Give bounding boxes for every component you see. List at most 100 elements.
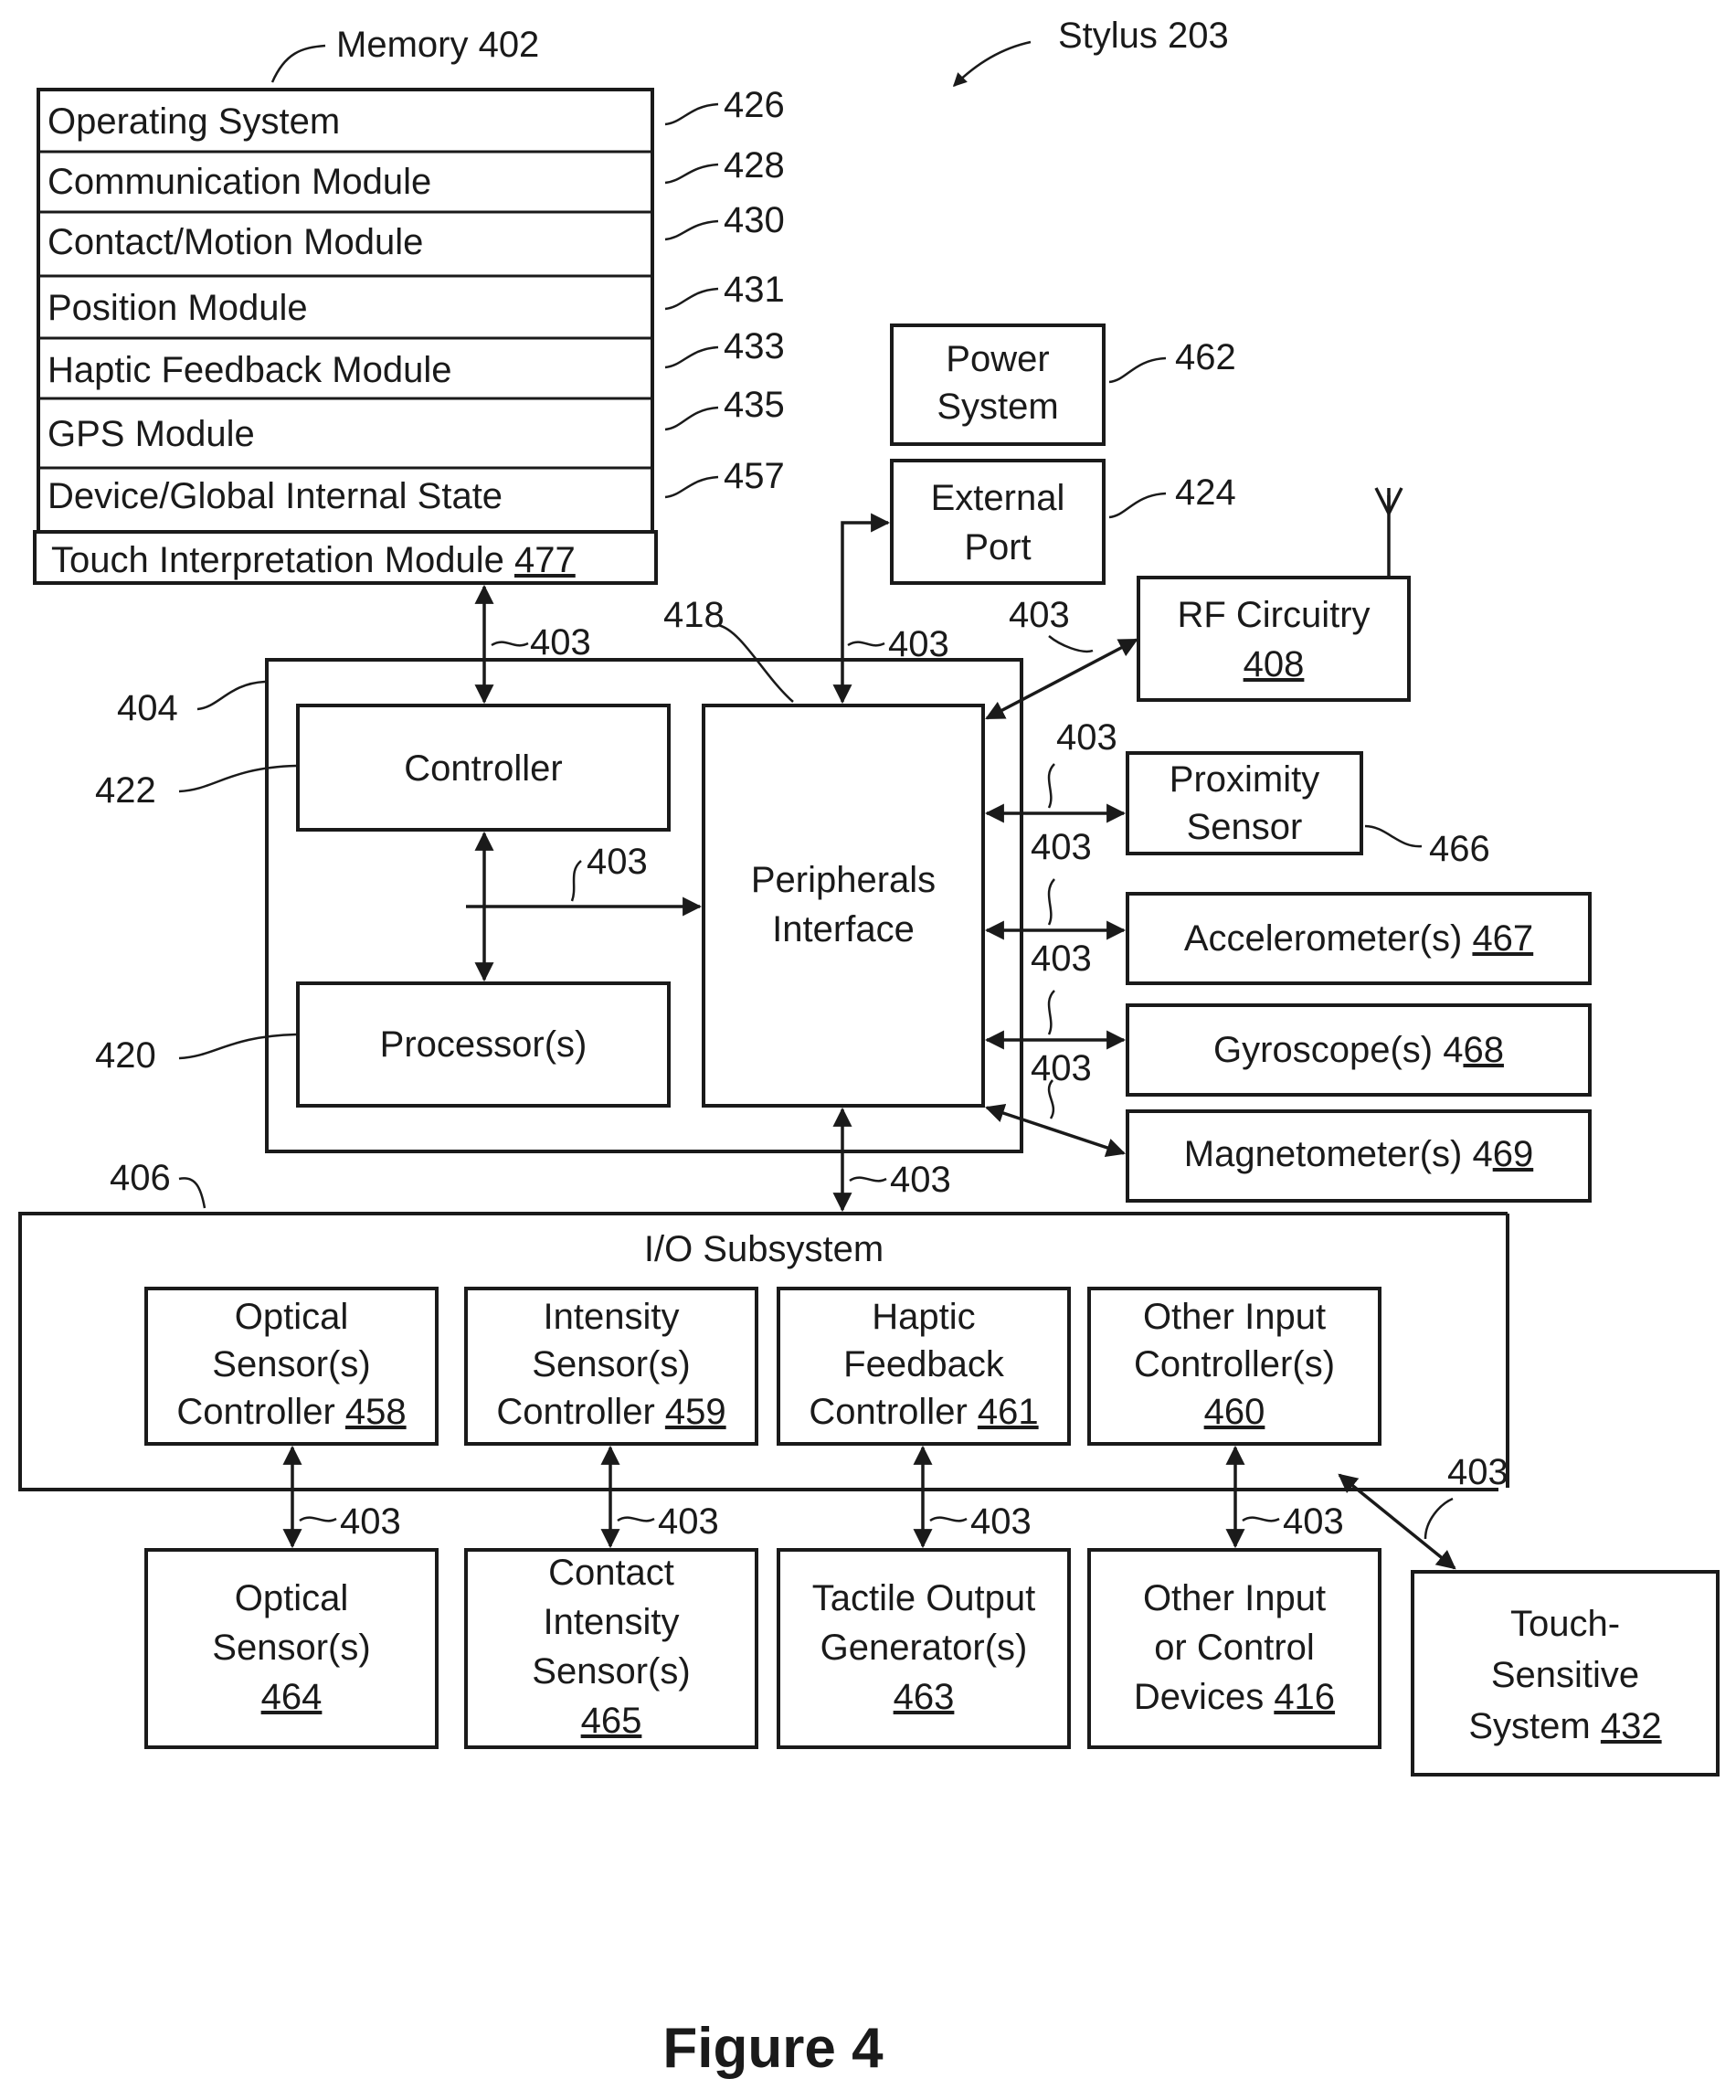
proximity-line2: Sensor xyxy=(1187,807,1303,847)
device-line2: Sensor(s) xyxy=(212,1628,370,1668)
peripherals-line1: Peripherals xyxy=(751,860,936,900)
ref-426: 426 xyxy=(724,85,785,125)
memory-block: Operating System Communication Module Co… xyxy=(35,90,656,583)
ref-leader xyxy=(665,408,718,430)
module-communication: Communication Module xyxy=(48,162,431,202)
bus-ref: 403 xyxy=(658,1501,719,1542)
bus-ref: 403 xyxy=(970,1501,1032,1542)
touch-system-line1: Touch- xyxy=(1510,1604,1620,1644)
touch-system-line2: Sensitive xyxy=(1491,1655,1639,1695)
rf-circuitry-line1: RF Circuitry xyxy=(1177,595,1370,635)
io-controller-line3: Controller 461 xyxy=(809,1392,1038,1432)
touch-interpretation-label: Touch Interpretation Module 477 xyxy=(51,540,576,580)
figure-caption: Figure 4 xyxy=(662,2017,884,2080)
rf-circuitry-number: 408 xyxy=(1244,644,1305,684)
bus-squiggle xyxy=(848,642,884,646)
ref-406: 406 xyxy=(110,1158,171,1198)
bus-squiggle xyxy=(1243,1518,1279,1522)
ref-466: 466 xyxy=(1429,829,1490,869)
bus-squiggle xyxy=(850,1178,886,1182)
proximity-line1: Proximity xyxy=(1170,759,1319,800)
io-controller-line2: Sensor(s) xyxy=(532,1344,690,1384)
ref-431: 431 xyxy=(724,270,785,310)
bus-ref: 403 xyxy=(888,624,949,664)
bus-squiggle xyxy=(1425,1499,1453,1539)
external-port-line2: Port xyxy=(964,527,1031,567)
io-subsystem-label: I/O Subsystem xyxy=(644,1229,884,1269)
module-haptic-feedback: Haptic Feedback Module xyxy=(48,350,451,390)
device-line2: or Control xyxy=(1154,1628,1315,1668)
memory-leader xyxy=(272,46,325,82)
magnetometer-label: Magnetometer(s) 469 xyxy=(1184,1134,1533,1174)
device-number: 463 xyxy=(894,1677,955,1717)
bus-squiggle xyxy=(618,1518,654,1522)
io-controller-line3: Controller 459 xyxy=(496,1392,725,1432)
bus-ref: 403 xyxy=(587,842,648,882)
ref-leader xyxy=(197,682,265,709)
peripherals-interface-box xyxy=(704,705,983,1106)
ref-leader xyxy=(179,1178,205,1208)
gyroscope-label: Gyroscope(s) 468 xyxy=(1213,1030,1504,1070)
module-device-global-state: Device/Global Internal State xyxy=(48,476,503,516)
bus-squiggle xyxy=(492,642,528,646)
io-controller-line1: Other Input xyxy=(1143,1297,1326,1337)
module-operating-system: Operating System xyxy=(48,101,340,142)
device-line3: Devices 416 xyxy=(1134,1677,1335,1717)
ref-leader xyxy=(665,477,718,497)
device-line1: Contact xyxy=(548,1553,674,1593)
memory-label: Memory 402 xyxy=(336,25,539,65)
device-line1: Optical xyxy=(235,1578,349,1618)
device-line2: Intensity xyxy=(544,1602,680,1642)
device-number: 465 xyxy=(581,1701,642,1741)
ref-leader xyxy=(665,104,718,124)
ref-leader xyxy=(665,164,718,183)
ref-424: 424 xyxy=(1175,472,1236,513)
stylus-label: Stylus 203 xyxy=(1058,16,1229,56)
ref-433: 433 xyxy=(724,326,785,366)
ref-leader xyxy=(1109,358,1166,382)
io-controller-line3: Controller 458 xyxy=(176,1392,406,1432)
device-number: 464 xyxy=(261,1677,323,1717)
ref-leader xyxy=(665,221,718,239)
antenna-icon xyxy=(1376,488,1402,578)
touch-system-line3: System 432 xyxy=(1468,1706,1661,1746)
bus-ref: 403 xyxy=(1031,827,1092,867)
ref-430: 430 xyxy=(724,200,785,240)
ref-leader xyxy=(1109,493,1166,517)
external-port-line1: External xyxy=(931,478,1065,518)
bus-squiggle xyxy=(1049,636,1093,652)
device-line1: Other Input xyxy=(1143,1578,1326,1618)
io-controller-line2: Controller(s) xyxy=(1134,1344,1335,1384)
io-controller-line1: Haptic xyxy=(872,1297,975,1337)
io-controller-line3: 460 xyxy=(1204,1392,1265,1432)
accelerometer-label: Accelerometer(s) 467 xyxy=(1184,918,1533,959)
ref-428: 428 xyxy=(724,145,785,186)
ref-422: 422 xyxy=(95,770,156,811)
bus-squiggle xyxy=(300,1518,336,1522)
bus-ref: 403 xyxy=(890,1160,951,1200)
peripherals-line2: Interface xyxy=(772,909,915,949)
io-controller-line2: Sensor(s) xyxy=(212,1344,370,1384)
power-system-line2: System xyxy=(937,387,1058,427)
module-position: Position Module xyxy=(48,288,308,328)
bus-squiggle xyxy=(1049,764,1054,808)
ref-418: 418 xyxy=(663,595,725,635)
bus-squiggle xyxy=(1049,991,1054,1034)
ref-420: 420 xyxy=(95,1035,156,1076)
processor-label: Processor(s) xyxy=(380,1024,587,1065)
controller-label: Controller xyxy=(404,748,562,789)
io-controller-line1: Optical xyxy=(235,1297,349,1337)
bus-ref: 403 xyxy=(1031,939,1092,979)
device-line2: Generator(s) xyxy=(820,1628,1028,1668)
ref-leader xyxy=(1365,826,1422,846)
ref-leader xyxy=(665,289,718,309)
device-line1: Tactile Output xyxy=(812,1578,1036,1618)
bus-ref: 403 xyxy=(1447,1452,1508,1492)
bus-ref: 403 xyxy=(1056,717,1117,758)
power-system-line1: Power xyxy=(946,339,1049,379)
device-line3: Sensor(s) xyxy=(532,1651,690,1692)
io-controller-line2: Feedback xyxy=(843,1344,1005,1384)
ref-404: 404 xyxy=(117,688,178,728)
stylus-pointer-arrow xyxy=(954,42,1031,86)
